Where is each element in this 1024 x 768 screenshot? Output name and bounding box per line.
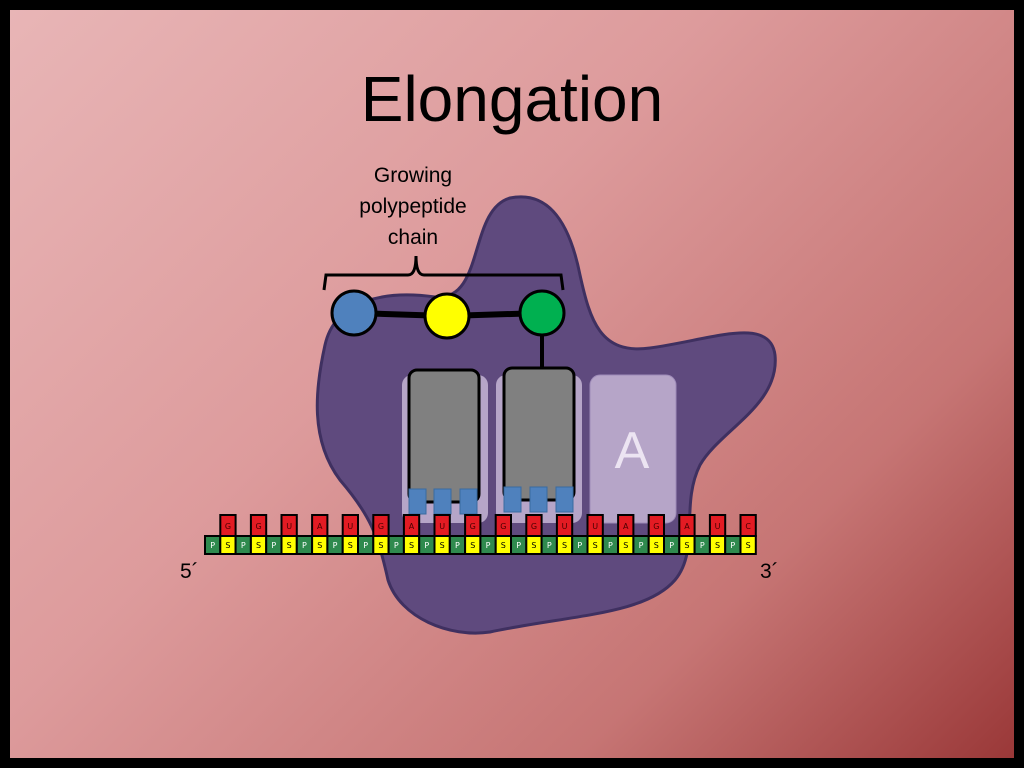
nucleotide-base xyxy=(647,514,666,537)
trna-left xyxy=(407,368,481,504)
amino-acid-green xyxy=(518,289,566,337)
backbone-label: S xyxy=(317,541,322,550)
backbone-label: S xyxy=(225,541,230,550)
backbone-label: S xyxy=(287,541,292,550)
nucleotide-base xyxy=(464,514,482,537)
nucleotide-base xyxy=(402,514,421,537)
backbone-label: P xyxy=(302,541,307,550)
backbone-label: S xyxy=(531,541,536,550)
backbone-label: S xyxy=(623,541,628,550)
base-label: U xyxy=(592,522,598,531)
base-label: G xyxy=(653,522,659,531)
three-prime-label: 3´ xyxy=(760,560,779,583)
backbone-label: P xyxy=(394,541,399,550)
base-label: C xyxy=(745,522,751,531)
base-label: A xyxy=(684,522,690,531)
base-label: U xyxy=(715,522,721,531)
anticodon-block xyxy=(503,486,522,513)
nucleotide-base xyxy=(341,514,360,537)
backbone-label: S xyxy=(348,541,353,550)
backbone-label: S xyxy=(684,541,689,550)
nucleotide-base xyxy=(280,514,298,537)
slide: Elongation Growing polypeptide chain A xyxy=(10,10,1014,758)
amino-acid-blue xyxy=(330,289,378,337)
nucleotide-base xyxy=(708,514,727,537)
base-label: U xyxy=(286,522,292,531)
backbone-label: P xyxy=(333,541,338,550)
backbone-label: P xyxy=(516,541,521,550)
nucleotide-base xyxy=(678,514,696,537)
backbone-label: P xyxy=(486,541,491,550)
nucleotide-base xyxy=(617,514,635,537)
base-label: U xyxy=(562,522,568,531)
backbone-label: P xyxy=(639,541,644,550)
nucleotide-base xyxy=(555,514,574,537)
anticodon-block xyxy=(408,488,427,515)
backbone-label: P xyxy=(547,541,552,550)
backbone-label: P xyxy=(241,541,246,550)
base-label: A xyxy=(409,522,415,531)
amino-acid-yellow xyxy=(423,292,471,340)
nucleotide-base xyxy=(586,514,604,537)
backbone-label: S xyxy=(715,541,720,550)
anticodon-block xyxy=(529,486,548,513)
backbone-label: S xyxy=(501,541,506,550)
base-label: G xyxy=(255,522,261,531)
trna-right xyxy=(502,366,576,502)
mrna-strand: P S P S P S P S P S P S P S P S P S P S P S P S P S P S P S P S P S P S G G U A… xyxy=(204,514,757,555)
backbone-label: P xyxy=(577,541,582,550)
nucleotide-base xyxy=(739,514,757,537)
backbone-label: P xyxy=(210,541,215,550)
chain-brace xyxy=(322,255,565,291)
chain-label: Growing polypeptide chain xyxy=(323,160,503,253)
anticodon-block xyxy=(555,486,574,513)
translation-diagram: A P S P S P S P S P S P S P S P S P S P S P S P S P S P S P S P S P S P S G G… xyxy=(204,195,777,635)
base-label: G xyxy=(500,522,506,531)
backbone-label: S xyxy=(256,541,261,550)
chain-label-line-3: chain xyxy=(387,226,439,249)
backbone-label: P xyxy=(730,541,735,550)
slide-title: Elongation xyxy=(360,63,664,135)
backbone-label: S xyxy=(654,541,659,550)
base-label: G xyxy=(531,522,537,531)
base-label: G xyxy=(378,522,384,531)
base-label: U xyxy=(347,522,353,531)
backbone-label: S xyxy=(746,541,751,550)
backbone-label: S xyxy=(470,541,475,550)
base-label: U xyxy=(439,522,445,531)
backbone-label: S xyxy=(409,541,414,550)
backbone-label: S xyxy=(562,541,567,550)
nucleotide-base xyxy=(525,514,543,537)
chain-label-line-2: polypeptide xyxy=(359,195,467,218)
chain-label-line-1: Growing xyxy=(373,164,453,187)
nucleotide-base xyxy=(219,514,237,537)
base-label: G xyxy=(225,522,231,531)
site-a-label: A xyxy=(615,422,650,480)
base-label: G xyxy=(470,522,476,531)
base-label: A xyxy=(317,522,323,531)
backbone-label: P xyxy=(424,541,429,550)
backbone-label: P xyxy=(455,541,460,550)
nucleotide-base xyxy=(249,514,268,537)
five-prime-label: 5´ xyxy=(180,560,199,583)
base-label: A xyxy=(623,522,629,531)
anticodon-block xyxy=(433,488,452,515)
backbone-label: S xyxy=(440,541,445,550)
backbone-label: S xyxy=(378,541,383,550)
backbone-label: P xyxy=(669,541,674,550)
backbone-label: P xyxy=(700,541,705,550)
nucleotide-base xyxy=(372,514,390,537)
backbone-label: S xyxy=(593,541,598,550)
nucleotide-base xyxy=(311,514,329,537)
nucleotide-base xyxy=(494,514,513,537)
backbone-label: P xyxy=(271,541,276,550)
anticodon-block xyxy=(459,488,478,515)
backbone-label: P xyxy=(608,541,613,550)
nucleotide-base xyxy=(433,514,451,537)
backbone-label: P xyxy=(363,541,368,550)
